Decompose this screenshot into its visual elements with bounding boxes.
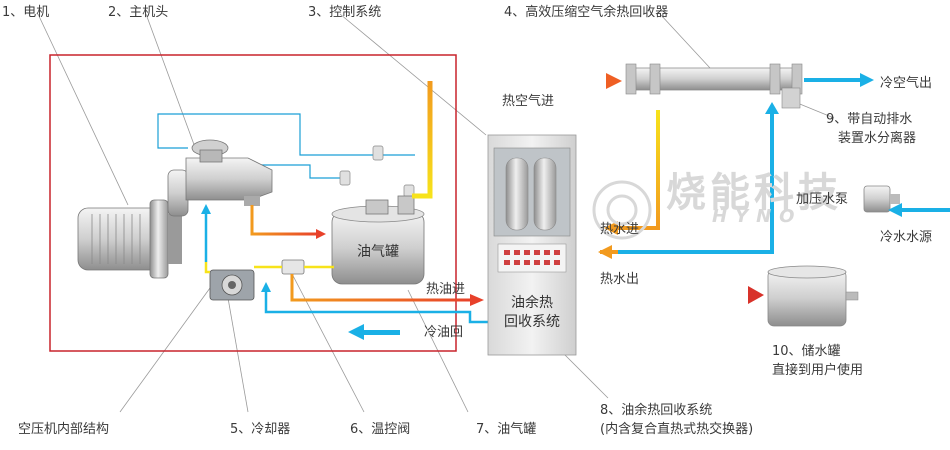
- label-control: 3、控制系统: [308, 5, 382, 20]
- label-separator-1: 9、带自动排水: [826, 112, 913, 127]
- label-cooler: 5、冷却器: [230, 422, 291, 437]
- label-oil-recovery-2: (内含复合直热式热交换器): [600, 422, 754, 437]
- label-pump: 加压水泵: [796, 192, 849, 207]
- label-oil-recovery-1: 8、油余热回收系统: [600, 403, 713, 418]
- leader-lines: [37, 13, 835, 413]
- cold-air-out: [804, 73, 874, 87]
- label-oil-tank: 7、油气罐: [476, 422, 537, 437]
- brand-en: HYNO: [712, 206, 803, 227]
- flow-hot-water-out: 热水出: [600, 272, 640, 287]
- valve-small: [339, 145, 415, 198]
- cold-oil-return: [201, 204, 488, 340]
- flow-cold-oil-back: 冷油回: [424, 325, 464, 340]
- cooler: [209, 269, 255, 301]
- flow-cold-air-out: 冷空气出: [880, 76, 933, 91]
- water-pump: [863, 185, 900, 213]
- system-label-2: 回收系统: [504, 314, 560, 330]
- oil-recovery-cabinet: [487, 134, 577, 356]
- hot-oil-arrow: [470, 294, 484, 306]
- flow-hot-water-in: 热水进: [600, 222, 640, 237]
- hot-oil-internal: [250, 205, 326, 239]
- compressor-frame: [49, 54, 457, 352]
- tank-label: 油气罐: [357, 244, 399, 260]
- label-storage-2: 直接到用户使用: [772, 363, 864, 378]
- flow-hot-air-in: 热空气进: [502, 94, 555, 109]
- motor: [77, 199, 182, 279]
- air-recovery-unit: [625, 63, 803, 109]
- storage-tank: [767, 265, 859, 327]
- label-storage-1: 10、储水罐: [772, 344, 841, 359]
- storage-supply: [576, 286, 764, 304]
- label-temp-valve: 6、温控阀: [350, 422, 411, 437]
- label-motor: 1、电机: [2, 5, 50, 20]
- brand-logo: [592, 180, 652, 240]
- hot-water-loop: [598, 102, 779, 259]
- label-internal: 空压机内部结构: [18, 422, 110, 437]
- hot-air-pipe: [412, 73, 622, 199]
- system-label-1: 油余热: [511, 295, 553, 311]
- brand-cn: 烧能科技: [666, 170, 842, 216]
- temp-valve: [281, 259, 305, 275]
- oil-loops: [204, 262, 472, 302]
- label-separator-2: 装置水分离器: [838, 131, 917, 146]
- label-head: 2、主机头: [108, 5, 169, 20]
- label-recovery-unit: 4、高效压缩空气余热回收器: [504, 5, 669, 20]
- cold-water-source: [888, 203, 950, 217]
- compressor-head: [167, 139, 273, 217]
- oil-gas-tank: [331, 195, 425, 285]
- flow-hot-oil-in: 热油进: [426, 282, 466, 297]
- label-cold-water: 冷水水源: [880, 230, 933, 245]
